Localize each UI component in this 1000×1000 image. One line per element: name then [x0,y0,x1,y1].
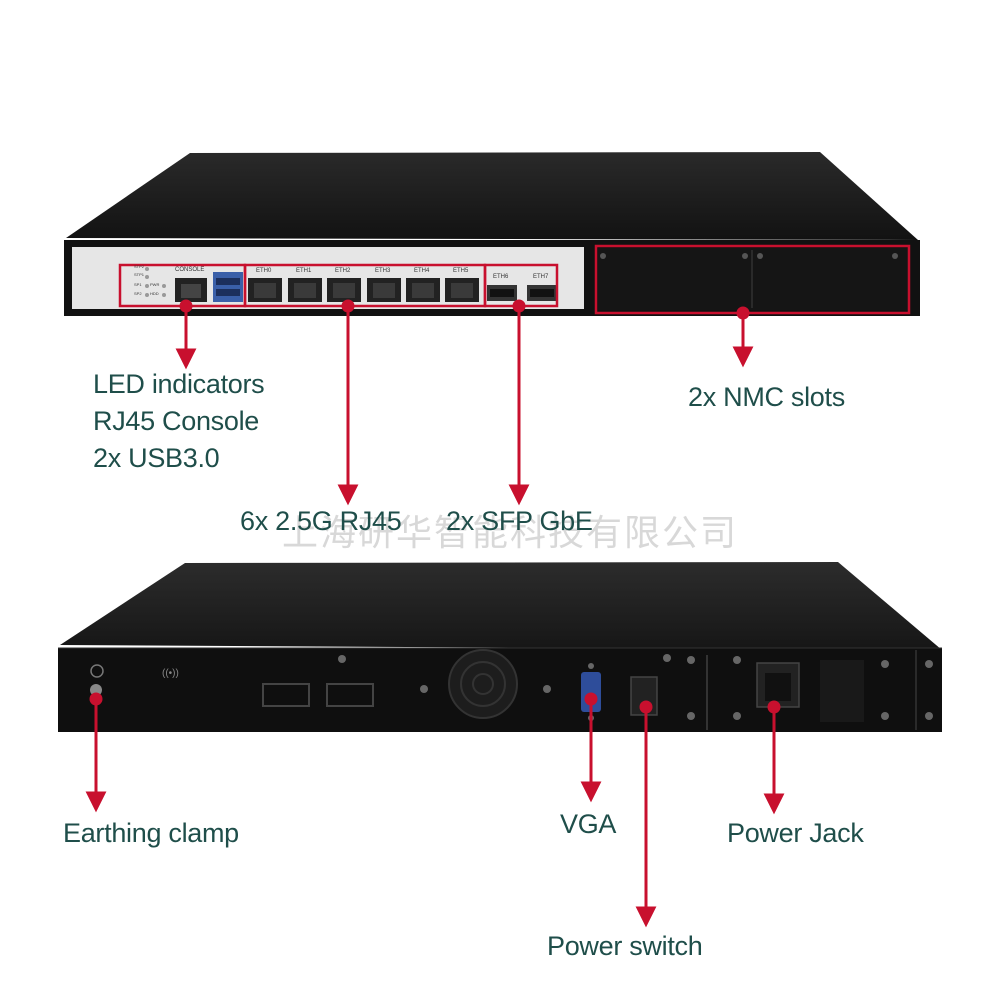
eth-ports [248,278,479,302]
psu-vent [820,660,864,722]
eth1-label: ETH1 [296,268,312,274]
front-callout-arrows [175,299,754,506]
eth6-label: ETH6 [493,274,509,280]
led-label-stp2: STP2 [134,264,145,269]
callout-power-switch: Power switch [547,931,703,961]
callout-sfp: 2x SFP GbE [446,506,593,536]
usb-ports [213,272,243,302]
console-label: CONSOLE [175,267,205,273]
svg-text:((•)): ((•)) [162,668,179,679]
eth7-label: ETH7 [533,274,549,280]
rear-slot-1 [262,683,310,707]
callout-rj45: 6x 2.5G RJ45 [240,506,402,536]
rear-slot-2 [326,683,374,707]
callout-vga: VGA [560,809,617,839]
led-label-pwr: PWR [150,282,160,287]
eth2-label: ETH2 [335,268,351,274]
eth3-label: ETH3 [375,268,391,274]
eth4-label: ETH4 [414,268,430,274]
led-label-sp1: SP1 [134,282,142,287]
highlight-nmc [594,244,911,315]
watermark-text: 上海研华智能科技有限公司 [282,513,739,553]
callout-earthing: Earthing clamp [63,818,239,848]
nmc-slot-area [598,248,910,310]
led-label-sp2: SP2 [134,291,142,296]
power-switch-hw [630,676,658,716]
rear-chassis-top [60,562,942,650]
callout-nmc: 2x NMC slots [688,382,845,412]
rear-callout-arrows [85,692,785,928]
front-chassis-top [66,152,918,240]
eth0-label: ETH0 [256,268,272,274]
led-label-stp1: STP1 [134,272,145,277]
callout-power-jack: Power Jack [727,818,864,848]
eth5-label: ETH5 [453,268,469,274]
led-indicators [145,267,166,297]
earthing-clamp [90,684,102,696]
sfp-ports [487,285,557,301]
callout-led-console-usb: LED indicators RJ45 Console 2x USB3.0 [93,369,265,473]
led-label-hdd: HDD [150,291,159,296]
fan-grille [448,649,518,719]
